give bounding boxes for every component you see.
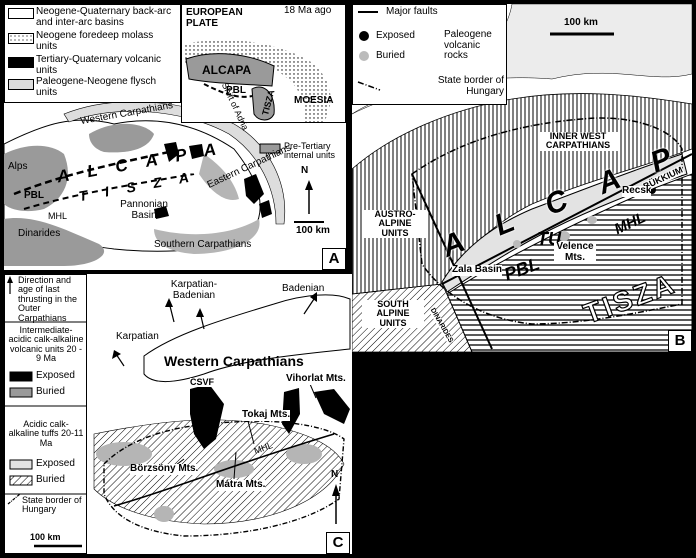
legend-molass-swatch (8, 33, 34, 44)
legend-major-faults: Major faults (386, 6, 438, 17)
label-austro: AUSTRO-ALPINE UNITS (364, 209, 426, 239)
panel-b: Major faults Exposed Buried Paleogene vo… (352, 4, 692, 352)
label-inner-west: INNER WEST CARPATHIANS (538, 131, 618, 151)
label-western-carpathians: Western Carpathians (164, 353, 304, 369)
inset-pbl: PBL (226, 85, 246, 96)
north-label: N (331, 469, 339, 480)
panel-c-map (4, 274, 351, 554)
label-karpatian: Karpatian (116, 331, 159, 342)
legend-scale: 100 km (30, 532, 61, 542)
inset-moesia: MOESIA (294, 95, 334, 106)
legend-flysch-label: Paleogene-Neogene flysch units (36, 76, 157, 98)
pretertiary-label: Pre-Tertiary internal units (284, 141, 336, 161)
inset-alcapa: ALCAPA (202, 63, 252, 77)
scale-label: 100 km (296, 225, 330, 236)
label-pannonian: Pannonian Basin (120, 199, 168, 221)
legend-buried: Buried (376, 50, 405, 61)
panel-b-letter: B (668, 330, 692, 352)
label-vihorlat: Vihorlat Mts. (286, 373, 346, 385)
legend-buried-2: Buried (36, 474, 65, 485)
panel-a: Neogene-Quaternary back-arc and inter-ar… (4, 4, 346, 270)
panel-c: Direction and age of last thrusting in t… (4, 274, 352, 554)
legend-volcanic-label: Tertiary-Quaternary volcanic units (36, 54, 162, 76)
legend-exposed: Exposed (376, 30, 415, 41)
label-matra: Mátra Mts. (216, 479, 266, 491)
north-label: N (301, 165, 309, 176)
legend-tuffs: Acidic calk-alkaline tuffs 20-11 Ma (8, 419, 84, 448)
label-csvf: CSVF (190, 377, 215, 388)
label-dinarides: Dinarides (18, 228, 61, 239)
panel-a-map (4, 4, 346, 266)
panel-c-letter: C (326, 532, 350, 554)
label-alps: Alps (8, 161, 28, 172)
legend-basin-swatch (8, 8, 34, 19)
label-southern-carpathians: Southern Carpathians (154, 239, 252, 250)
legend-flysch-swatch (8, 79, 34, 90)
legend-direction: Direction and age of last thrusting in t… (18, 275, 78, 323)
label-karpatian-badenian: Karpatian-Badenian (170, 279, 218, 301)
scale-label: 100 km (564, 17, 598, 28)
legend-volcanic-swatch (8, 57, 34, 68)
label-pbl: PBL (24, 190, 44, 201)
panel-a-letter: A (322, 248, 346, 270)
legend-molass-label: Neogene foredeep molass units (36, 30, 154, 52)
label-velence: Velence Mts. (554, 241, 596, 263)
inset-european-plate: EUROPEAN PLATE (186, 7, 243, 29)
legend-exposed-1: Exposed (36, 370, 75, 381)
inset-age: 18 Ma ago (284, 5, 332, 17)
legend-border: State border of Hungary (437, 75, 504, 97)
legend-border: State border of Hungary (22, 495, 82, 515)
legend-intermediate: Intermediate-acidic calk-alkaline volcan… (8, 325, 84, 364)
label-south-alpine: SOUTH ALPINE UNITS (362, 299, 424, 329)
label-badenian: Badenian (282, 283, 325, 294)
label-mhl: MHL (48, 211, 68, 221)
legend-basin-label: Neogene-Quaternary back-arc and inter-ar… (36, 6, 172, 28)
legend-paleogene: Paleogene volcanic rocks (444, 29, 492, 61)
alps-grey-area (4, 145, 68, 212)
label-borzsony: Börzsöny Mts. (130, 463, 199, 475)
label-zala: Zala Basin (452, 264, 503, 276)
legend-exposed-2: Exposed (36, 458, 75, 469)
label-recsk: Recsk (622, 185, 652, 197)
label-tokaj: Tokaj Mts. (242, 409, 291, 421)
legend-buried-1: Buried (36, 386, 65, 397)
